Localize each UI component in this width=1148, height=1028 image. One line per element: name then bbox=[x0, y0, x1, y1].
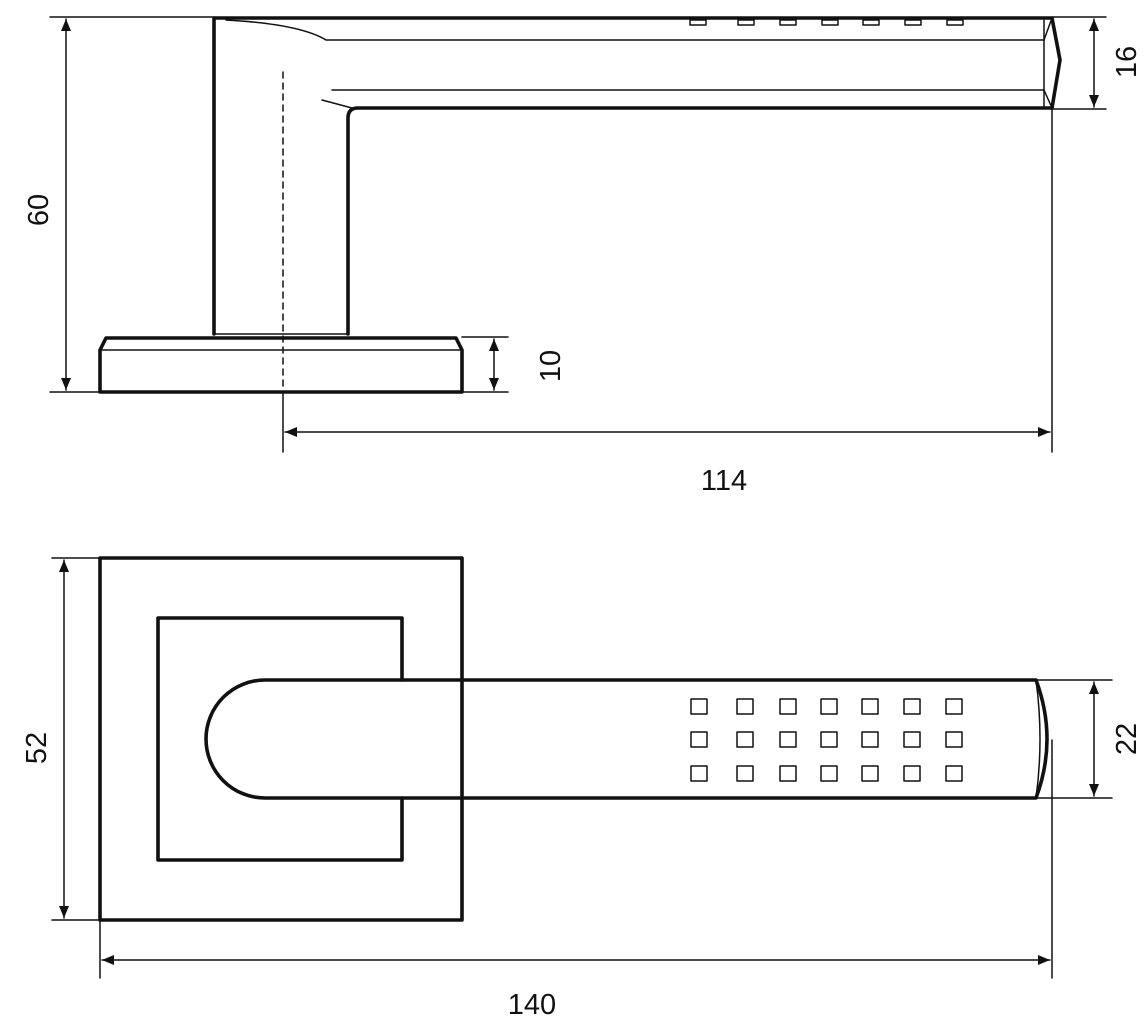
dimension-projection: 114 bbox=[282, 107, 1053, 497]
dimension-height: 60 bbox=[23, 16, 215, 393]
side-lever-body bbox=[212, 16, 1062, 336]
dimension-rose-thickness: 10 bbox=[461, 336, 567, 393]
side-rose bbox=[98, 336, 464, 394]
height-label: 60 bbox=[23, 194, 55, 226]
top-rose-inner bbox=[156, 616, 404, 862]
dimension-rose-size: 52 bbox=[21, 557, 101, 921]
dimension-lever-width: 22 bbox=[1035, 679, 1143, 799]
rose-thickness-label: 10 bbox=[535, 350, 567, 382]
projection-label: 114 bbox=[701, 465, 747, 497]
top-lever bbox=[204, 678, 1049, 800]
side-view bbox=[98, 16, 1062, 394]
top-rose-outer bbox=[98, 556, 464, 922]
top-grip-grid bbox=[690, 698, 963, 782]
dimension-overall-length: 140 bbox=[99, 739, 1053, 1021]
rose-size-label: 52 bbox=[21, 732, 53, 764]
side-grip-slots bbox=[689, 19, 964, 26]
lever-width-label: 22 bbox=[1111, 723, 1143, 755]
dimension-lever-thickness: 16 bbox=[1051, 16, 1143, 110]
lever-thickness-label: 16 bbox=[1111, 46, 1143, 78]
top-view bbox=[98, 556, 1049, 922]
overall-length-label: 140 bbox=[508, 989, 556, 1021]
